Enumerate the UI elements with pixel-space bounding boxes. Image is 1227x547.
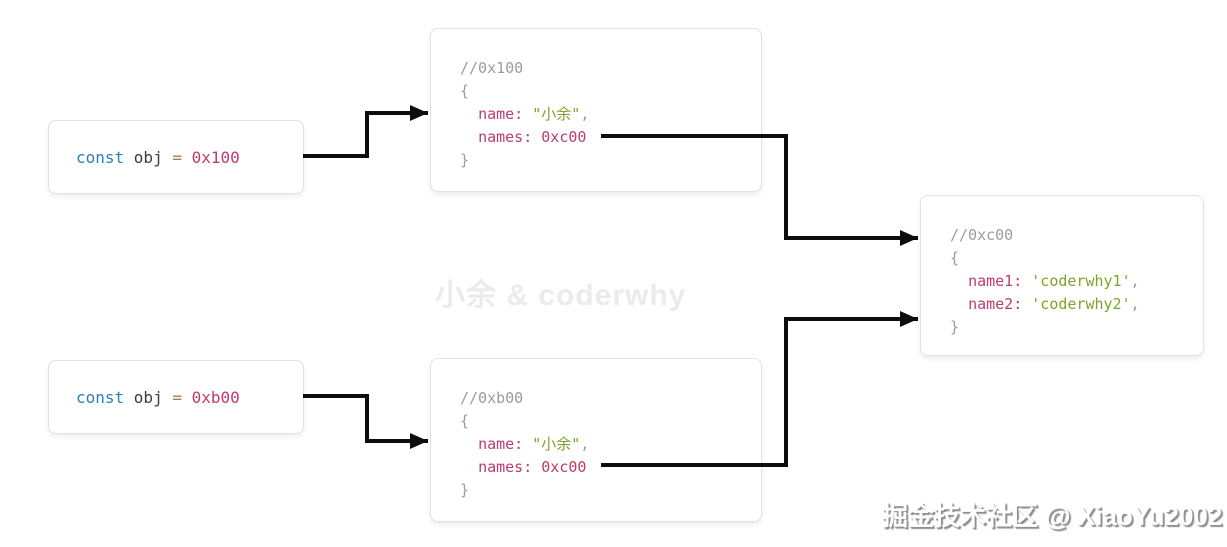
- code-token-punct: {: [950, 249, 960, 267]
- code-line: }: [950, 316, 1203, 339]
- code-token-keyword: const: [76, 147, 134, 167]
- code-token-property: name:: [478, 435, 533, 453]
- code-token-punct: [460, 128, 478, 146]
- code-line: const obj = 0x100: [76, 148, 240, 167]
- code-token-number: 0xb00: [191, 387, 240, 407]
- code-line: {: [950, 247, 1203, 270]
- code-token-punct: }: [950, 318, 960, 336]
- center-watermark: 小余 & coderwhy: [435, 279, 687, 312]
- code-token-punct: [950, 295, 968, 313]
- code-line: const obj = 0xb00: [76, 388, 240, 407]
- code-line: name2: 'coderwhy2',: [950, 293, 1203, 316]
- code-line: names: 0xc00: [460, 126, 761, 149]
- code-token-property: name2:: [968, 295, 1032, 313]
- code-token-punct: [460, 435, 478, 453]
- code-token-variable: obj: [133, 147, 173, 167]
- code-token-number: 0xc00: [541, 458, 587, 476]
- credit-watermark: 掘金技术社区 @ XiaoYu2002: [882, 501, 1223, 531]
- heap-box-0x100: //0x100 { name: "小余", names: 0xc00}: [430, 28, 762, 192]
- code-token-punct: }: [460, 481, 470, 499]
- code-token-punct: ,: [580, 435, 590, 453]
- code-token-punct: ,: [1130, 272, 1140, 290]
- code-token-comment: //0xb00: [460, 389, 524, 407]
- code-token-punct: [460, 458, 478, 476]
- code-line: }: [460, 479, 761, 502]
- code-line: {: [460, 410, 761, 433]
- code-token-punct: ,: [1130, 295, 1140, 313]
- code-token-string: "小余": [532, 105, 581, 123]
- code-token-string: 'coderwhy1': [1031, 272, 1131, 290]
- heap-box-0xb00: //0xb00 { name: "小余", names: 0xc00}: [430, 358, 762, 522]
- code-line: name: "小余",: [460, 103, 761, 126]
- code-line: name1: 'coderwhy1',: [950, 270, 1203, 293]
- code-token-variable: obj: [133, 387, 173, 407]
- code-token-comment: //0xc00: [950, 226, 1014, 244]
- code-line: }: [460, 149, 761, 172]
- code-token-operator: =: [172, 387, 192, 407]
- code-line: //0x100: [460, 57, 761, 80]
- stack-box-obj1: const obj = 0x100: [48, 120, 304, 194]
- code-token-property: name1:: [968, 272, 1032, 290]
- code-token-punct: }: [460, 151, 470, 169]
- code-token-comment: //0x100: [460, 59, 524, 77]
- code-token-property: names:: [478, 458, 542, 476]
- stack-box-obj2: const obj = 0xb00: [48, 360, 304, 434]
- code-line: {: [460, 80, 761, 103]
- code-line: name: "小余",: [460, 433, 761, 456]
- arrow-obj1-to-0x100: [303, 105, 428, 158]
- arrow-obj2-to-0xb00: [303, 394, 428, 449]
- code-token-punct: {: [460, 82, 470, 100]
- code-line: //0xb00: [460, 387, 761, 410]
- code-token-string: 'coderwhy2': [1031, 295, 1131, 313]
- code-token-operator: =: [172, 147, 192, 167]
- code-token-property: names:: [478, 128, 542, 146]
- code-token-number: 0x100: [191, 147, 240, 167]
- heap-box-0xc00: //0xc00 { name1: 'coderwhy1', name2: 'cod…: [920, 195, 1204, 356]
- code-token-punct: {: [460, 412, 470, 430]
- code-token-punct: [460, 105, 478, 123]
- code-line: //0xc00: [950, 224, 1203, 247]
- code-token-keyword: const: [76, 387, 134, 407]
- code-line: names: 0xc00: [460, 456, 761, 479]
- code-token-string: "小余": [532, 435, 581, 453]
- code-token-punct: ,: [580, 105, 590, 123]
- code-token-punct: [950, 272, 968, 290]
- code-token-property: name:: [478, 105, 533, 123]
- code-token-number: 0xc00: [541, 128, 587, 146]
